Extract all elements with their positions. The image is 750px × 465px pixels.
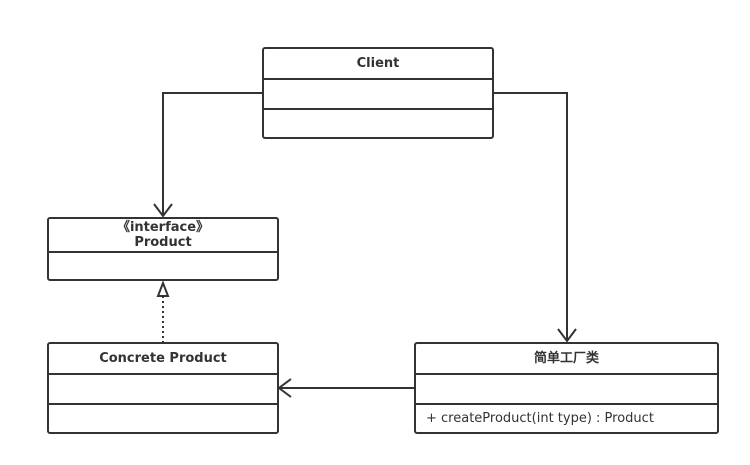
operations-section — [49, 405, 277, 432]
attributes-section — [264, 80, 492, 110]
stereotype-label: 《interface》 — [116, 220, 210, 235]
operation-create-product: + createProduct(int type) : Product — [426, 411, 654, 426]
class-name-section: Client — [264, 49, 492, 80]
client-to-product-association — [153, 92, 263, 218]
hollow-triangle-arrowhead-icon — [156, 280, 170, 297]
class-concrete-product[interactable]: Concrete Product — [47, 342, 279, 434]
class-client[interactable]: Client — [262, 47, 494, 139]
class-name: Product — [134, 235, 192, 250]
class-simple-factory[interactable]: 简单工厂类 + createProduct(int type) : Produc… — [414, 342, 719, 434]
class-name: Concrete Product — [99, 351, 227, 366]
client-to-factory-association — [493, 92, 577, 343]
class-product-interface[interactable]: 《interface》 Product — [47, 217, 279, 281]
open-arrowhead-icon — [277, 378, 292, 398]
open-arrowhead-icon — [557, 328, 577, 343]
attributes-section — [49, 253, 277, 279]
realization-concrete-to-product — [156, 280, 170, 343]
attributes-section — [49, 375, 277, 405]
operations-section: + createProduct(int type) : Product — [416, 405, 717, 432]
class-name: 简单工厂类 — [533, 351, 599, 366]
operations-section — [264, 110, 492, 137]
factory-to-concrete-product-association — [277, 378, 415, 398]
open-arrowhead-icon — [153, 203, 173, 218]
class-name-section: 简单工厂类 — [416, 344, 717, 375]
attributes-section — [416, 375, 717, 405]
class-name-section: Concrete Product — [49, 344, 277, 375]
class-name-section: 《interface》 Product — [49, 219, 277, 253]
class-name: Client — [356, 56, 400, 71]
